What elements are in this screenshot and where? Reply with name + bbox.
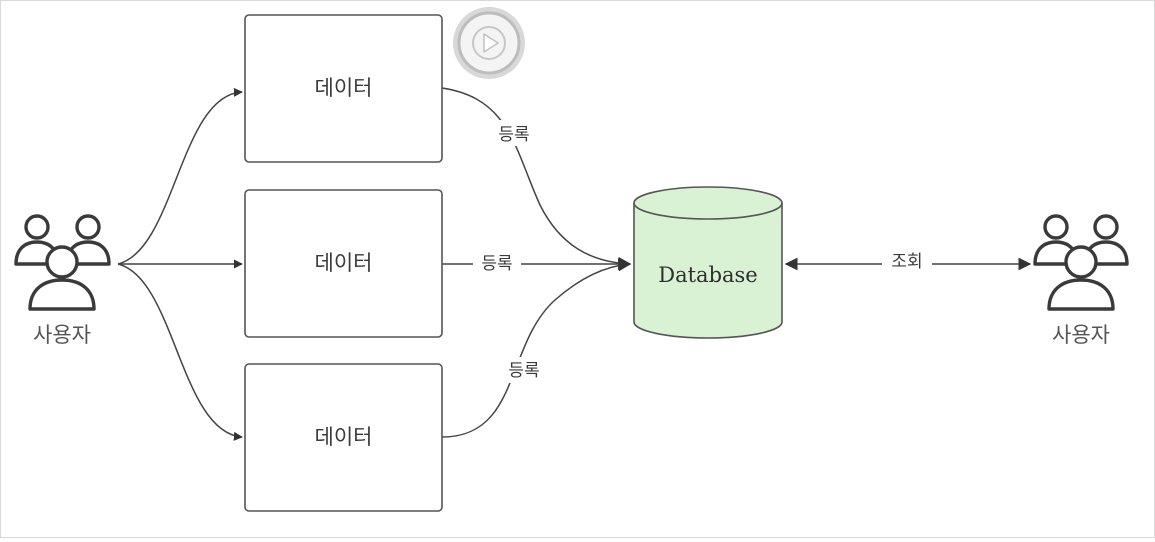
edge-box-top-to-database	[441, 87, 632, 270]
users-label-left: 사용자	[33, 323, 91, 347]
svg-text:등록: 등록	[498, 125, 529, 145]
edge-label-register-top: 등록	[490, 120, 538, 146]
users-label-right: 사용자	[1052, 323, 1110, 347]
data-box-bottom[interactable]: 데이터	[244, 363, 443, 512]
svg-text:조회: 조회	[891, 252, 922, 272]
users-group-icon-left	[14, 214, 111, 311]
database-label: Database	[658, 263, 757, 287]
svg-text:등록: 등록	[481, 254, 512, 274]
edge-label-query: 조회	[882, 248, 932, 274]
edge-user-to-box-top	[117, 87, 243, 265]
data-box-top[interactable]: 데이터	[244, 14, 443, 163]
users-group-icon-right	[1033, 214, 1129, 311]
svg-text:등록: 등록	[508, 361, 539, 381]
data-box-label: 데이터	[315, 76, 373, 100]
database-cylinder[interactable]: Database	[633, 186, 783, 339]
edge-box-bottom-to-database	[441, 258, 632, 438]
edge-label-register-bottom: 등록	[500, 357, 548, 383]
data-box-label: 데이터	[315, 251, 373, 275]
edge-label-register-mid: 등록	[473, 250, 521, 276]
play-button[interactable]	[453, 7, 525, 79]
edge-user-to-box-bottom	[117, 263, 243, 441]
data-box-label: 데이터	[315, 425, 373, 449]
play-icon	[472, 26, 506, 60]
data-box-middle[interactable]: 데이터	[244, 189, 443, 338]
